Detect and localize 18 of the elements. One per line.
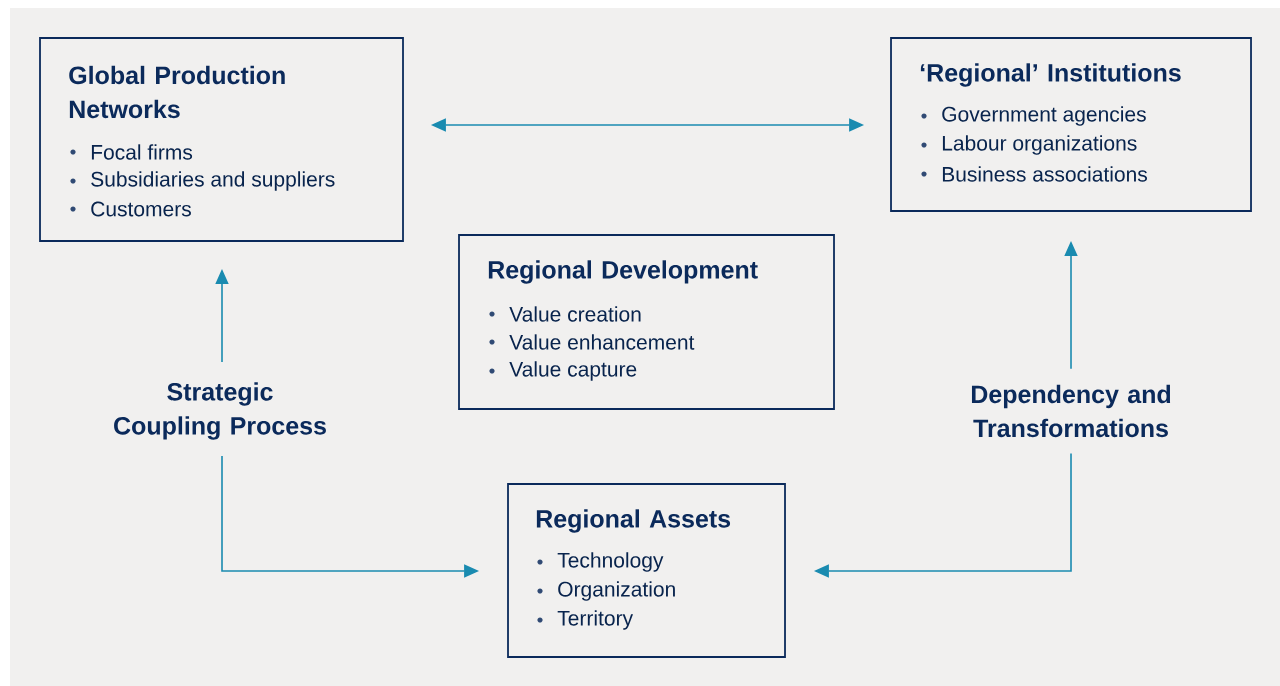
bullet-item: Territory xyxy=(537,610,633,630)
box-heading: Global Production Networks xyxy=(69,65,285,119)
box-heading: ‘Regional’ Institutions xyxy=(920,63,1181,87)
bullet-item: Organization xyxy=(537,581,675,601)
bullet-item: Government agencies xyxy=(921,106,1146,126)
bullet-item: Value capture xyxy=(489,361,637,381)
bullet-item: Customers xyxy=(70,201,191,217)
box-heading: Regional Assets xyxy=(536,509,731,533)
bullet-item: Technology xyxy=(537,552,664,572)
bullet-item: Subsidiaries and suppliers xyxy=(70,171,335,191)
bullet-item: Value creation xyxy=(489,306,641,322)
bullet-item: Value enhancement xyxy=(489,334,695,350)
process-label: Dependency and Transformations xyxy=(971,384,1171,438)
bullet-item: Business associations xyxy=(921,166,1147,182)
process-label: Strategic Coupling Process xyxy=(114,382,326,440)
bullet-item: Labour organizations xyxy=(921,135,1137,155)
bullet-item: Focal firms xyxy=(70,144,193,160)
box-heading: Regional Development xyxy=(488,260,758,284)
